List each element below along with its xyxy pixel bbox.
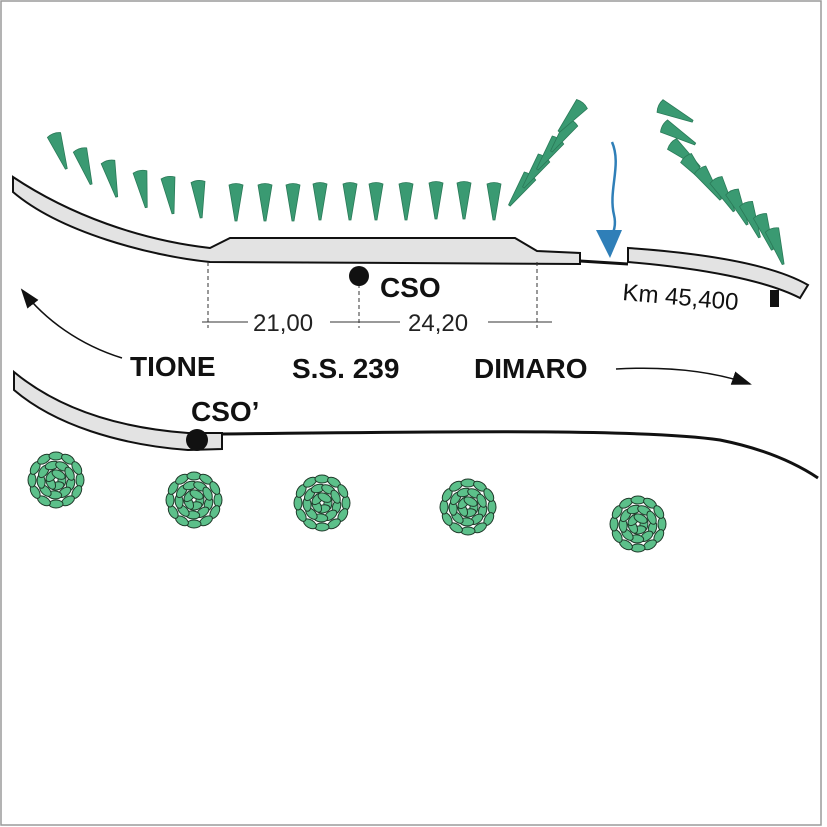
conifer-tree-icon <box>557 99 588 133</box>
lower-edge-line <box>221 430 819 480</box>
conifer-tree-icon <box>100 159 119 198</box>
tione-label: TIONE <box>130 351 216 382</box>
shrub-row <box>27 451 667 553</box>
conifer-tree-icon <box>739 200 761 239</box>
cso-label: CSO <box>380 272 441 303</box>
conifer-tree-icon <box>342 182 358 221</box>
cso-point <box>349 266 369 286</box>
upper-edge-gap-line <box>579 259 629 266</box>
shrub-icon <box>165 471 223 529</box>
conifer-tree-icon <box>764 227 785 266</box>
road-label: S.S. 239 <box>292 353 399 384</box>
dimension-right-label: 24,20 <box>408 310 468 337</box>
conifer-tree-icon <box>46 132 68 170</box>
dimaro-label: DIMARO <box>474 353 588 384</box>
conifer-tree-icon <box>190 180 206 219</box>
conifer-row <box>46 99 785 266</box>
conifer-tree-icon <box>285 183 301 222</box>
conifer-tree-icon <box>228 183 244 222</box>
dimension-lines <box>202 262 552 328</box>
direction-arrow-dimaro <box>615 367 752 385</box>
conifer-tree-icon <box>660 119 697 146</box>
water-flow-arrow-icon <box>596 141 622 258</box>
cso-prime-label: CSO’ <box>191 396 259 427</box>
upper-road-edge <box>12 175 810 307</box>
conifer-tree-icon <box>456 181 472 220</box>
dimension-left-label: 21,00 <box>253 310 313 337</box>
km-marker <box>770 290 779 307</box>
conifer-tree-icon <box>312 182 328 221</box>
shrub-icon <box>609 495 667 553</box>
shrub-icon <box>27 451 85 509</box>
conifer-tree-icon <box>656 99 694 123</box>
shrub-icon <box>293 474 351 532</box>
conifer-tree-icon <box>160 175 176 215</box>
conifer-tree-icon <box>257 183 273 222</box>
conifer-tree-icon <box>72 147 93 186</box>
upper-right-sidewalk <box>627 246 810 300</box>
conifer-tree-icon <box>368 182 384 221</box>
direction-arrow-tione <box>20 288 123 359</box>
lower-road-edge <box>13 369 819 480</box>
conifer-tree-icon <box>132 169 148 209</box>
shrub-icon <box>439 478 497 536</box>
conifer-tree-icon <box>398 182 414 221</box>
conifer-tree-icon <box>486 182 502 221</box>
km-label: Km 45,400 <box>621 279 739 316</box>
conifer-tree-icon <box>428 181 444 220</box>
upper-sidewalk <box>12 175 581 266</box>
cso-prime-point <box>186 429 208 451</box>
